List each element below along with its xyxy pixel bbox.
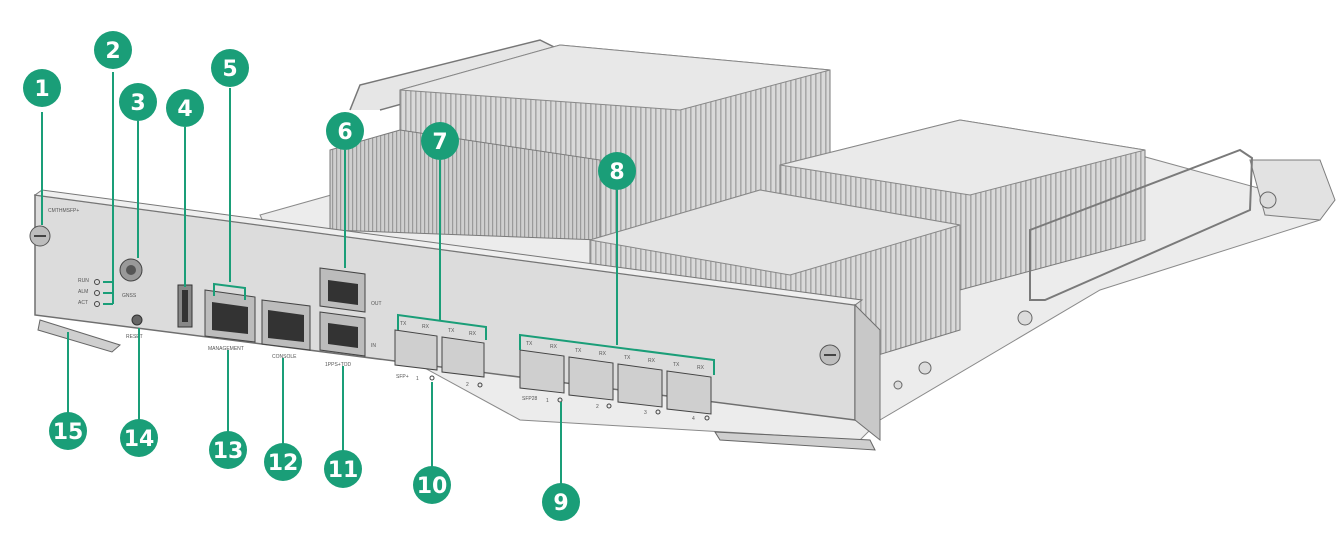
sfp28-tx-label-1: TX bbox=[526, 341, 533, 347]
sfp28-rx-label-2: RX bbox=[599, 351, 607, 357]
callout-6: 6 bbox=[326, 112, 364, 150]
sfp-port-number-2: 2 bbox=[466, 382, 469, 388]
sfp-plus-port-2[interactable] bbox=[441, 336, 485, 378]
svg-text:2: 2 bbox=[105, 39, 120, 64]
right-ejector-lever bbox=[714, 431, 876, 451]
sfp28-port-2[interactable] bbox=[568, 356, 614, 401]
sfp-plus-ports: TX RX TX RX SFP+ 1 2 bbox=[394, 321, 485, 388]
svg-text:15: 15 bbox=[53, 420, 84, 445]
sfp28-tx-label-2: TX bbox=[575, 348, 582, 354]
gnss-connector[interactable] bbox=[119, 258, 143, 282]
svg-text:11: 11 bbox=[328, 458, 359, 483]
callout-5: 5 bbox=[211, 49, 249, 87]
sfp28-port-3[interactable] bbox=[617, 363, 663, 408]
led-group: RUN ALM ACT bbox=[78, 278, 100, 307]
sfp28-port-4[interactable] bbox=[666, 370, 712, 415]
callout-10: 10 bbox=[413, 466, 451, 504]
left-ejector-lever bbox=[37, 319, 122, 353]
side-handle bbox=[1029, 148, 1254, 301]
sfp-led-1 bbox=[429, 375, 435, 381]
leader-bracket-7 bbox=[397, 313, 487, 340]
sfp28-led-4 bbox=[704, 415, 710, 421]
led-label-run: RUN bbox=[78, 278, 89, 284]
sfp28-tx-label-4: TX bbox=[673, 362, 680, 368]
svg-text:6: 6 bbox=[337, 120, 352, 145]
svg-text:9: 9 bbox=[553, 491, 568, 516]
leader-ticks-2 bbox=[103, 281, 113, 305]
sfp28-rx-label-1: RX bbox=[550, 344, 558, 350]
callout-8: 8 bbox=[598, 152, 636, 190]
svg-text:3: 3 bbox=[130, 91, 145, 116]
sfp28-port-number-4: 4 bbox=[692, 416, 695, 422]
led-run bbox=[94, 279, 100, 285]
callout-13: 13 bbox=[209, 431, 247, 469]
callout-badges: 1 2 3 4 5 6 7 8 9 10 11 12 13 14 15 bbox=[23, 31, 636, 521]
sfp-rx-label-1: RX bbox=[422, 324, 430, 330]
sfp-port-number-1: 1 bbox=[416, 376, 419, 382]
clock-in-port[interactable] bbox=[319, 311, 366, 357]
sfp28-port-1[interactable] bbox=[519, 349, 565, 394]
callout-15: 15 bbox=[49, 412, 87, 450]
model-label: CMTHMSFP+ bbox=[48, 208, 79, 214]
sfp-tx-label-2: TX bbox=[448, 328, 455, 334]
svg-text:10: 10 bbox=[417, 474, 448, 499]
led-label-act: ACT bbox=[78, 300, 88, 306]
svg-text:14: 14 bbox=[124, 427, 155, 452]
leader-bracket-8 bbox=[519, 333, 715, 375]
callout-12: 12 bbox=[264, 443, 302, 481]
callout-14: 14 bbox=[120, 419, 158, 457]
panel-right-end bbox=[854, 303, 881, 442]
callout-11: 11 bbox=[324, 450, 362, 488]
clock-in-label: IN bbox=[371, 343, 376, 349]
clock-label: 1PPS+TOD bbox=[325, 362, 352, 368]
heatsink-main bbox=[329, 44, 831, 241]
console-label: CONSOLE bbox=[272, 354, 297, 360]
sfp-plus-port-1[interactable] bbox=[394, 329, 438, 371]
clock-out-port[interactable] bbox=[319, 267, 366, 313]
management-label: MANAGEMENT bbox=[208, 346, 244, 352]
sfp28-ports: TX RX TX RX TX RX TX RX SFP28 1 2 3 4 bbox=[519, 341, 712, 422]
sfp28-tx-label-3: TX bbox=[624, 355, 631, 361]
sfp28-led-2 bbox=[606, 403, 612, 409]
leader-bracket-5 bbox=[213, 282, 246, 300]
sfp28-rx-label-3: RX bbox=[648, 358, 656, 364]
svg-text:7: 7 bbox=[432, 130, 447, 155]
sfp28-port-number-3: 3 bbox=[644, 410, 647, 416]
led-act bbox=[94, 301, 100, 307]
svg-text:5: 5 bbox=[222, 57, 237, 82]
sfp-rx-label-2: RX bbox=[469, 331, 477, 337]
right-captive-screw bbox=[819, 344, 841, 366]
left-captive-screw bbox=[29, 225, 51, 247]
console-port[interactable] bbox=[261, 299, 311, 351]
management-port[interactable] bbox=[204, 289, 256, 343]
sfp-tx-label-1: TX bbox=[400, 321, 407, 327]
callout-lines bbox=[41, 72, 715, 485]
clock-out-label: OUT bbox=[371, 301, 382, 307]
sfp28-port-number-2: 2 bbox=[596, 404, 599, 410]
svg-text:8: 8 bbox=[609, 160, 624, 185]
svg-text:4: 4 bbox=[177, 97, 192, 122]
svg-text:12: 12 bbox=[268, 451, 299, 476]
svg-text:13: 13 bbox=[213, 439, 244, 464]
callout-3: 3 bbox=[119, 83, 157, 121]
led-alm bbox=[94, 290, 100, 296]
callout-2: 2 bbox=[94, 31, 132, 69]
callout-9: 9 bbox=[542, 483, 580, 521]
callout-1: 1 bbox=[23, 69, 61, 107]
sfp28-group-label: SFP28 bbox=[522, 396, 538, 402]
gnss-label: GNSS bbox=[122, 293, 137, 299]
callout-4: 4 bbox=[166, 89, 204, 127]
sfp28-port-number-1: 1 bbox=[546, 398, 549, 404]
reset-button[interactable] bbox=[131, 314, 143, 326]
sfp28-led-3 bbox=[655, 409, 661, 415]
sfp-led-2 bbox=[477, 382, 483, 388]
sfp-group-label: SFP+ bbox=[396, 374, 409, 380]
led-label-alm: ALM bbox=[78, 289, 88, 295]
sfp28-rx-label-4: RX bbox=[697, 365, 705, 371]
reset-label: RESET bbox=[126, 334, 143, 340]
callout-7: 7 bbox=[421, 122, 459, 160]
svg-text:1: 1 bbox=[34, 77, 49, 102]
